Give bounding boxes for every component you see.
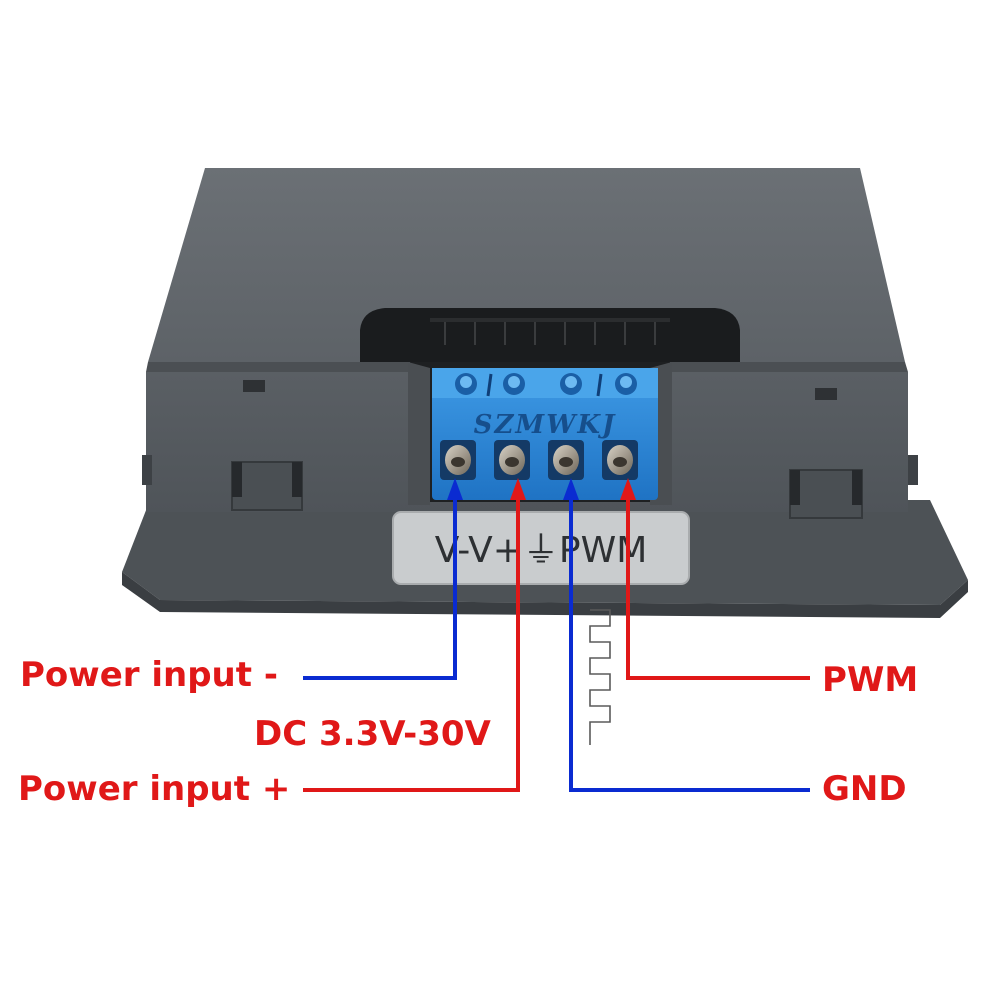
mounting-clip-left bbox=[231, 380, 303, 511]
brand-watermark: SZMWKJ bbox=[474, 410, 617, 440]
mounting-clip-right bbox=[789, 388, 863, 519]
label-gnd: GND bbox=[822, 769, 907, 809]
pin-label: V-V+⏚PWM bbox=[435, 530, 648, 571]
wire-power-minus bbox=[303, 478, 463, 680]
wire-power-plus bbox=[303, 478, 526, 792]
pwm-wave-symbol bbox=[589, 609, 611, 745]
label-pwm: PWM bbox=[822, 660, 919, 700]
wire-gnd bbox=[563, 478, 810, 792]
wire-pwm bbox=[620, 478, 810, 680]
label-power-input-minus: Power input - bbox=[20, 655, 278, 695]
terminal-block: SZMWKJ bbox=[432, 368, 658, 500]
label-dc-range: DC 3.3V-30V bbox=[254, 714, 491, 754]
label-power-input-plus: Power input + bbox=[18, 769, 291, 809]
pin-label-sticker: V-V+⏚PWM bbox=[392, 511, 690, 585]
enclosure bbox=[122, 168, 968, 618]
